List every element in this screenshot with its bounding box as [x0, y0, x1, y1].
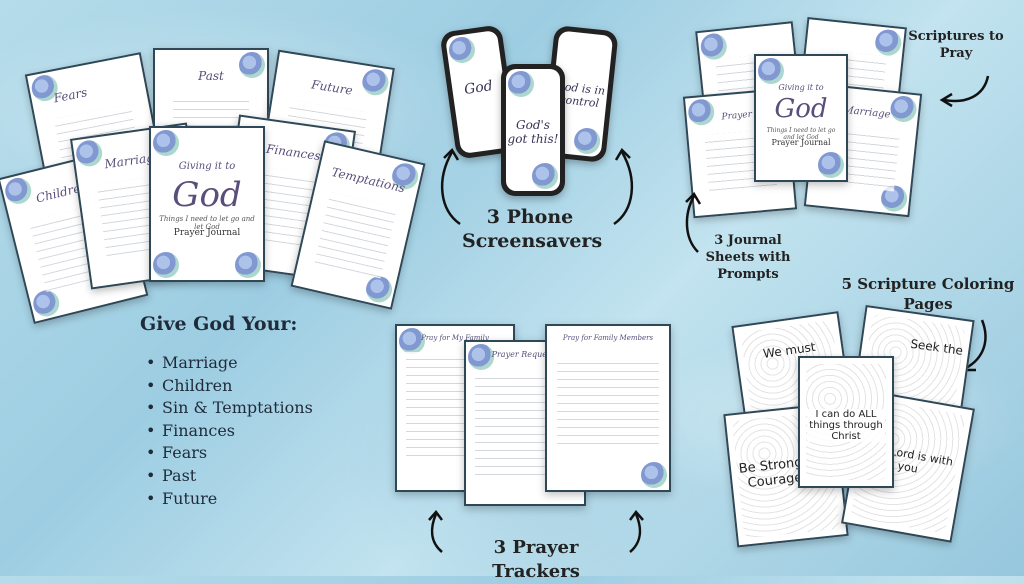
coloring-text: I can do ALL things through Christ: [807, 409, 885, 443]
arrow-icon: [685, 191, 702, 253]
arrow-icon: [629, 510, 644, 553]
flower-decoration: [399, 328, 425, 354]
list-item: Past: [146, 465, 313, 488]
page-lines: [314, 191, 398, 279]
arrow-icon: [939, 75, 990, 108]
flower-decoration: [508, 71, 534, 97]
cover-label: Prayer Journal: [173, 228, 241, 239]
flower-decoration: [30, 287, 63, 320]
label-coloring-pages: 5 Scripture Coloring Pages: [841, 275, 1015, 313]
flower-decoration: [758, 58, 784, 84]
page-title: Prayer Requests: [491, 350, 559, 360]
list-item: Marriage: [146, 352, 313, 375]
cover-line1: Giving it to: [178, 161, 236, 173]
label-journal-sheets: 3 Journal Sheets with Prompts: [705, 233, 791, 282]
page-lines: [556, 355, 660, 451]
coloring-page-center: I can do ALL things through Christ: [798, 356, 894, 488]
flower-decoration: [153, 252, 179, 278]
flower-decoration: [818, 152, 844, 178]
cover-title: God: [774, 94, 828, 125]
flower-decoration: [447, 35, 477, 65]
flower-decoration: [873, 28, 903, 57]
tracker-family-members: Pray for Family Members: [545, 324, 671, 492]
flower-decoration: [572, 126, 602, 156]
label-phone-screensavers: 3 Phone Screensavers: [462, 206, 603, 252]
list-item: Fears: [146, 442, 313, 465]
cover-label: Prayer Journal: [771, 137, 831, 147]
page-title: Fears: [52, 85, 89, 106]
flower-decoration: [699, 32, 729, 61]
flower-decoration: [153, 130, 179, 156]
flower-decoration: [641, 462, 667, 488]
label-prayer-trackers: 3 Prayer Trackers: [492, 537, 580, 582]
page-title: Pray for Family Members: [562, 334, 654, 343]
prayer-journal-cover: Giving it to God Things I need to let go…: [149, 126, 265, 282]
list-item: Finances: [146, 420, 313, 443]
cover-title: God: [172, 175, 242, 216]
flower-decoration: [235, 252, 261, 278]
list-item: Sin & Temptations: [146, 397, 313, 420]
page-title: Pray for My Family: [421, 334, 489, 343]
flower-decoration: [532, 163, 558, 189]
flower-decoration: [468, 344, 494, 370]
list-item: Children: [146, 375, 313, 398]
page-title: Past: [198, 69, 224, 84]
arrow-icon: [440, 147, 461, 226]
give-god-list: Marriage Children Sin & Temptations Fina…: [146, 352, 313, 510]
cover-subtitle: Things I need to let go and let God: [159, 214, 255, 231]
cover-subtitle: Things I need to let go and let God: [766, 126, 836, 141]
phone-text: God: [463, 78, 494, 99]
journal-cover: Giving it to God Things I need to let go…: [754, 54, 848, 182]
flower-decoration: [363, 273, 395, 305]
phone-text: God's got this!: [507, 117, 559, 146]
flower-decoration: [239, 52, 265, 78]
cover-line1: Giving it to: [778, 83, 824, 93]
phone-screen: God's got this!: [506, 69, 560, 191]
list-item: Future: [146, 488, 313, 511]
arrow-icon: [613, 147, 634, 226]
arrow-icon: [428, 510, 443, 553]
phone-2: God's got this!: [501, 64, 565, 196]
give-god-title: Give God Your:: [140, 313, 298, 335]
label-scriptures-to-pray: Scriptures to Pray: [908, 29, 1004, 61]
